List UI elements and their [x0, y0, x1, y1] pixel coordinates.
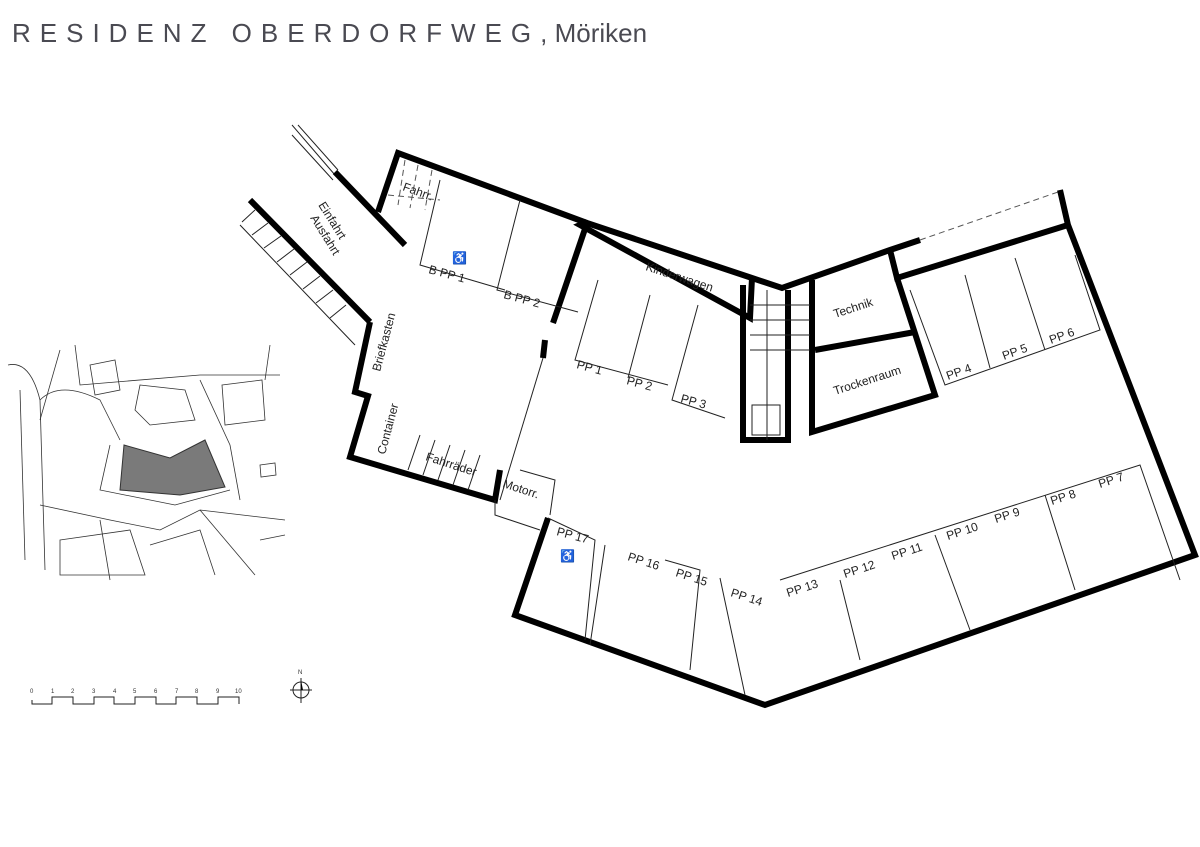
parking-label: PP 2 [625, 373, 654, 393]
room-label-trockenraum: Trockenraum [832, 363, 903, 398]
parking-label: PP 4 [944, 361, 973, 383]
site-map [7, 344, 286, 581]
north-label: N [298, 670, 302, 676]
scale-tick: 5 [133, 689, 137, 695]
scale-tick: 9 [216, 689, 220, 695]
project-name: RESIDENZ OBERDORFWEG [12, 18, 541, 48]
plan-title: RESIDENZ OBERDORFWEG, Möriken [12, 18, 647, 49]
scale-tick: 8 [195, 689, 199, 695]
parking-label: PP 9 [993, 504, 1022, 525]
parking-label: PP 8 [1049, 486, 1078, 507]
room-label-fahrraeder: Fahrräder [424, 450, 478, 480]
scale-bar: 0 1 2 3 4 5 6 7 8 9 10 [30, 689, 242, 705]
parking-label: PP 16 [626, 550, 662, 573]
wheelchair-icon: ♿ [452, 251, 467, 265]
scale-tick: 2 [71, 689, 75, 695]
scale-tick: 1 [51, 689, 55, 695]
parking-label: PP 17 [555, 524, 590, 546]
north-arrow-icon: N [290, 670, 312, 703]
parking-label: PP 3 [679, 391, 708, 411]
scale-tick: 0 [30, 689, 34, 695]
parking-label: PP 10 [945, 519, 981, 542]
parking-label: PP 1 [575, 357, 604, 377]
parking-label: PP 12 [842, 557, 878, 580]
parking-label: PP 5 [1000, 341, 1029, 363]
wheelchair-icon: ♿ [560, 549, 575, 563]
building-footprint [119, 439, 226, 496]
parking-label: PP 14 [729, 586, 765, 609]
parking-label: PP 7 [1097, 469, 1126, 490]
stalls [387, 159, 1181, 696]
room-label-technik: Technik [832, 295, 876, 321]
parking-label: B PP 1 [427, 262, 467, 285]
ramp [239, 124, 371, 346]
room-label-briefkasten: Briefkasten [369, 311, 398, 373]
parking-label: PP 15 [674, 566, 710, 589]
parking-label: PP 13 [785, 576, 821, 599]
room-label-motorr: Motorr. [501, 477, 541, 502]
walls [247, 149, 1199, 709]
project-location: , Möriken [540, 18, 648, 48]
parking-label: B PP 2 [502, 287, 542, 310]
scale-tick: 6 [154, 689, 158, 695]
scale-tick: 7 [175, 689, 179, 695]
scale-tick: 3 [92, 689, 96, 695]
scale-tick: 4 [113, 689, 117, 695]
room-label-container: Container [374, 402, 401, 456]
scale-tick: 10 [235, 689, 242, 695]
